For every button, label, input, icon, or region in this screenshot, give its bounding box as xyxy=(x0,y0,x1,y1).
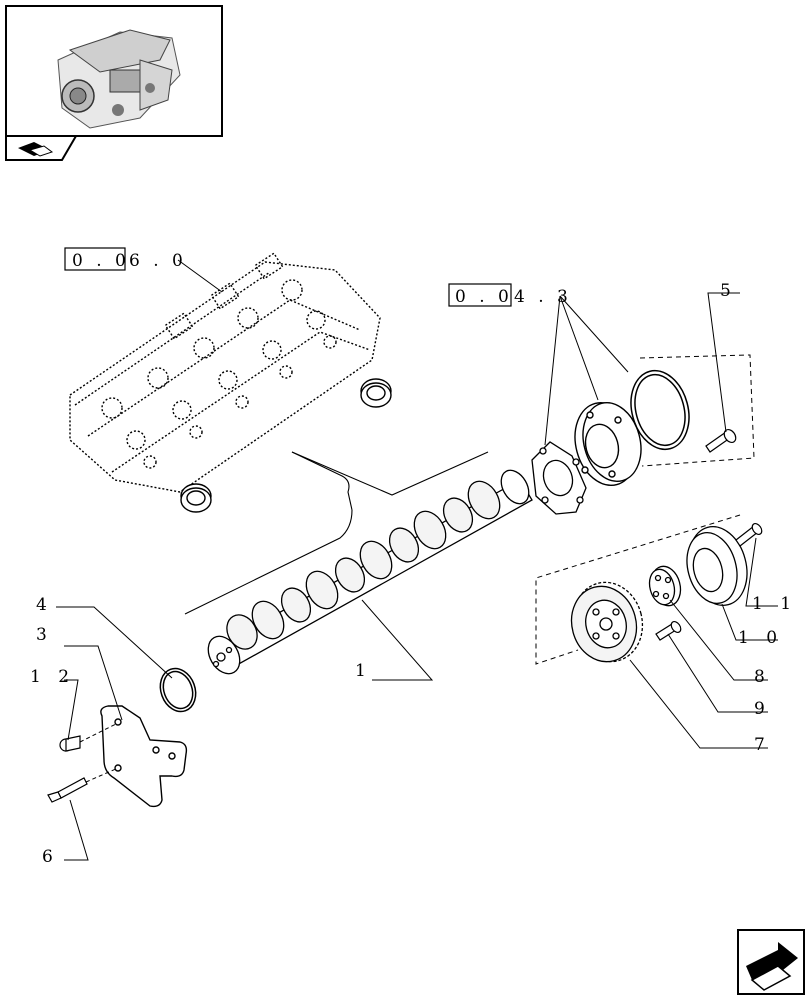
callout-8: 8 xyxy=(754,667,771,687)
screw-12 xyxy=(59,735,81,752)
assembly-guide-lines xyxy=(184,451,489,615)
o-ring-large xyxy=(630,369,690,451)
assembly-box-upper xyxy=(639,354,755,467)
callout-5: 5 xyxy=(720,281,737,301)
ref-043-rest: 4 . 3 xyxy=(514,287,572,307)
timing-gear xyxy=(570,581,644,663)
reference-060[interactable]: 0 . 0 6 . 0 xyxy=(64,247,223,293)
cam-bush-lower xyxy=(180,483,212,513)
gasket-plate xyxy=(531,441,587,515)
o-ring-small xyxy=(159,667,197,713)
callout-3: 3 xyxy=(36,625,53,645)
cover-hub xyxy=(574,401,642,487)
damper-ring xyxy=(686,526,748,606)
bolt-9 xyxy=(655,620,682,641)
callout-7: 7 xyxy=(754,735,771,755)
next-page-button[interactable] xyxy=(737,929,805,995)
callout-4: 4 xyxy=(36,595,53,615)
callout-leaders xyxy=(56,292,778,861)
ref-060-rest: 6 . 0 xyxy=(129,251,187,271)
engine-thumbnail-panel[interactable] xyxy=(5,5,223,161)
engine-thumbnail-icon xyxy=(57,29,181,129)
bolt-6 xyxy=(47,777,88,803)
book-forward-icon xyxy=(746,942,798,991)
reference-043[interactable]: 0 . 0 4 . 3 xyxy=(448,283,629,446)
camshaft xyxy=(207,469,533,675)
bracket xyxy=(100,705,188,808)
ref-060-boxed: 0 . 0 xyxy=(72,251,130,271)
callout-9: 9 xyxy=(754,699,771,719)
callout-1: 1 xyxy=(355,661,372,681)
callout-12: 1 2 xyxy=(30,667,75,687)
bolt-5 xyxy=(705,428,737,453)
cylinder-head xyxy=(69,252,381,493)
bracket-fastener-guides xyxy=(79,723,119,783)
hub-disc xyxy=(648,565,682,607)
callout-10: 1 0 xyxy=(738,628,783,648)
callout-11: 1 1 xyxy=(752,594,797,614)
book-tab-icon xyxy=(18,142,54,157)
assembly-box-lower xyxy=(535,514,741,665)
ref-043-boxed: 0 . 0 xyxy=(455,287,513,307)
callout-6: 6 xyxy=(42,847,59,867)
bolt-11 xyxy=(735,522,763,547)
cam-bush-upper xyxy=(360,378,392,408)
